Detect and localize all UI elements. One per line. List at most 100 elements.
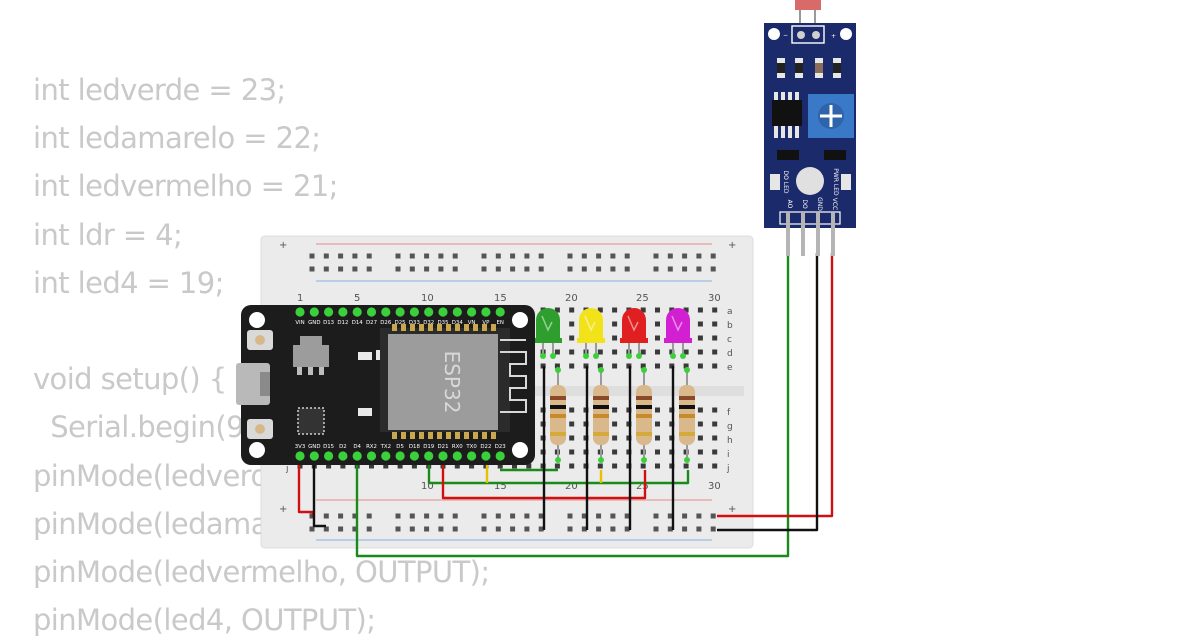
rail-hole[interactable] bbox=[409, 266, 415, 272]
rail-hole[interactable] bbox=[452, 513, 458, 519]
breadboard-hole[interactable] bbox=[697, 335, 703, 341]
rail-hole[interactable] bbox=[682, 266, 688, 272]
breadboard-hole[interactable] bbox=[697, 349, 703, 355]
breadboard-hole[interactable] bbox=[640, 307, 646, 313]
breadboard-hole[interactable] bbox=[326, 463, 332, 469]
rail-hole[interactable] bbox=[596, 253, 602, 259]
rail-hole[interactable] bbox=[610, 526, 616, 532]
esp32-pin[interactable] bbox=[424, 307, 434, 317]
breadboard-hole[interactable] bbox=[569, 449, 575, 455]
rail-hole[interactable] bbox=[710, 266, 716, 272]
rail-hole[interactable] bbox=[624, 253, 630, 259]
rail-hole[interactable] bbox=[309, 526, 315, 532]
esp32-pin[interactable] bbox=[309, 451, 319, 461]
esp32-pin[interactable] bbox=[324, 451, 334, 461]
rail-hole[interactable] bbox=[667, 253, 673, 259]
breadboard-hole[interactable] bbox=[612, 435, 618, 441]
rail-hole[interactable] bbox=[452, 253, 458, 259]
esp32-pin[interactable] bbox=[338, 451, 348, 461]
breadboard-hole[interactable] bbox=[569, 307, 575, 313]
breadboard-hole[interactable] bbox=[697, 363, 703, 369]
rail-hole[interactable] bbox=[524, 526, 530, 532]
esp32-pin[interactable] bbox=[395, 451, 405, 461]
breadboard-hole[interactable] bbox=[454, 463, 460, 469]
esp32-pin[interactable] bbox=[424, 451, 434, 461]
led-red[interactable] bbox=[622, 308, 646, 340]
breadboard-hole[interactable] bbox=[697, 435, 703, 441]
breadboard-hole[interactable] bbox=[697, 307, 703, 313]
rail-hole[interactable] bbox=[338, 526, 344, 532]
breadboard-hole[interactable] bbox=[655, 335, 660, 341]
ldr-sensor-module[interactable]: − + DO LED PWR LED AO DO GN bbox=[764, 0, 856, 256]
breadboard-hole[interactable] bbox=[569, 363, 575, 369]
breadboard-hole[interactable] bbox=[612, 407, 618, 413]
breadboard-hole[interactable] bbox=[655, 463, 660, 469]
rail-hole[interactable] bbox=[481, 253, 487, 259]
rail-hole[interactable] bbox=[524, 253, 530, 259]
rail-hole[interactable] bbox=[366, 526, 372, 532]
breadboard-hole[interactable] bbox=[640, 363, 646, 369]
rail-hole[interactable] bbox=[366, 266, 372, 272]
rail-hole[interactable] bbox=[424, 253, 430, 259]
led-yellow[interactable] bbox=[579, 308, 603, 340]
rail-hole[interactable] bbox=[409, 526, 415, 532]
breadboard-hole[interactable] bbox=[612, 349, 618, 355]
module-pin-do[interactable] bbox=[801, 212, 805, 256]
rail-hole[interactable] bbox=[696, 526, 702, 532]
breadboard-hole[interactable] bbox=[597, 307, 603, 313]
breadboard-hole[interactable] bbox=[683, 363, 689, 369]
rail-hole[interactable] bbox=[352, 266, 358, 272]
breadboard-hole[interactable] bbox=[697, 407, 703, 413]
breadboard-hole[interactable] bbox=[697, 463, 703, 469]
rail-hole[interactable] bbox=[481, 513, 487, 519]
breadboard-hole[interactable] bbox=[497, 463, 503, 469]
rail-hole[interactable] bbox=[395, 513, 401, 519]
rail-hole[interactable] bbox=[610, 513, 616, 519]
breadboard-hole[interactable] bbox=[569, 335, 575, 341]
breadboard-hole[interactable] bbox=[612, 335, 618, 341]
breadboard-hole[interactable] bbox=[411, 463, 417, 469]
rail-hole[interactable] bbox=[682, 253, 688, 259]
breadboard-hole[interactable] bbox=[369, 463, 374, 469]
esp32-pin[interactable] bbox=[352, 307, 362, 317]
rail-hole[interactable] bbox=[538, 253, 544, 259]
esp32-pin[interactable] bbox=[409, 451, 419, 461]
esp32-pin[interactable] bbox=[467, 307, 477, 317]
rail-hole[interactable] bbox=[352, 526, 358, 532]
rail-hole[interactable] bbox=[653, 266, 659, 272]
breadboard-hole[interactable] bbox=[712, 421, 718, 427]
rail-hole[interactable] bbox=[524, 513, 530, 519]
breadboard-hole[interactable] bbox=[569, 349, 575, 355]
rail-hole[interactable] bbox=[510, 266, 516, 272]
esp32-pin[interactable] bbox=[452, 307, 462, 317]
breadboard-hole[interactable] bbox=[597, 363, 603, 369]
rail-hole[interactable] bbox=[653, 253, 659, 259]
breadboard-hole[interactable] bbox=[597, 463, 603, 469]
breadboard-hole[interactable] bbox=[655, 421, 660, 427]
breadboard-hole[interactable] bbox=[469, 463, 475, 469]
rail-hole[interactable] bbox=[323, 513, 329, 519]
rail-hole[interactable] bbox=[624, 526, 630, 532]
rail-hole[interactable] bbox=[682, 526, 688, 532]
esp32-pin[interactable] bbox=[381, 307, 391, 317]
rail-hole[interactable] bbox=[338, 253, 344, 259]
breadboard-hole[interactable] bbox=[712, 435, 718, 441]
led-green[interactable] bbox=[536, 308, 560, 340]
rail-hole[interactable] bbox=[366, 253, 372, 259]
rail-hole[interactable] bbox=[495, 513, 501, 519]
breadboard-hole[interactable] bbox=[569, 407, 575, 413]
rail-hole[interactable] bbox=[624, 266, 630, 272]
rail-hole[interactable] bbox=[653, 513, 659, 519]
esp32-pin[interactable] bbox=[438, 451, 448, 461]
breadboard-hole[interactable] bbox=[712, 335, 718, 341]
rail-hole[interactable] bbox=[581, 253, 587, 259]
rail-hole[interactable] bbox=[696, 253, 702, 259]
esp32-pin[interactable] bbox=[381, 451, 391, 461]
rail-hole[interactable] bbox=[538, 513, 544, 519]
rail-hole[interactable] bbox=[352, 253, 358, 259]
esp32-pin[interactable] bbox=[495, 307, 505, 317]
rail-hole[interactable] bbox=[323, 253, 329, 259]
esp32-pin[interactable] bbox=[295, 451, 305, 461]
breadboard-hole[interactable] bbox=[612, 463, 618, 469]
rail-hole[interactable] bbox=[567, 266, 573, 272]
